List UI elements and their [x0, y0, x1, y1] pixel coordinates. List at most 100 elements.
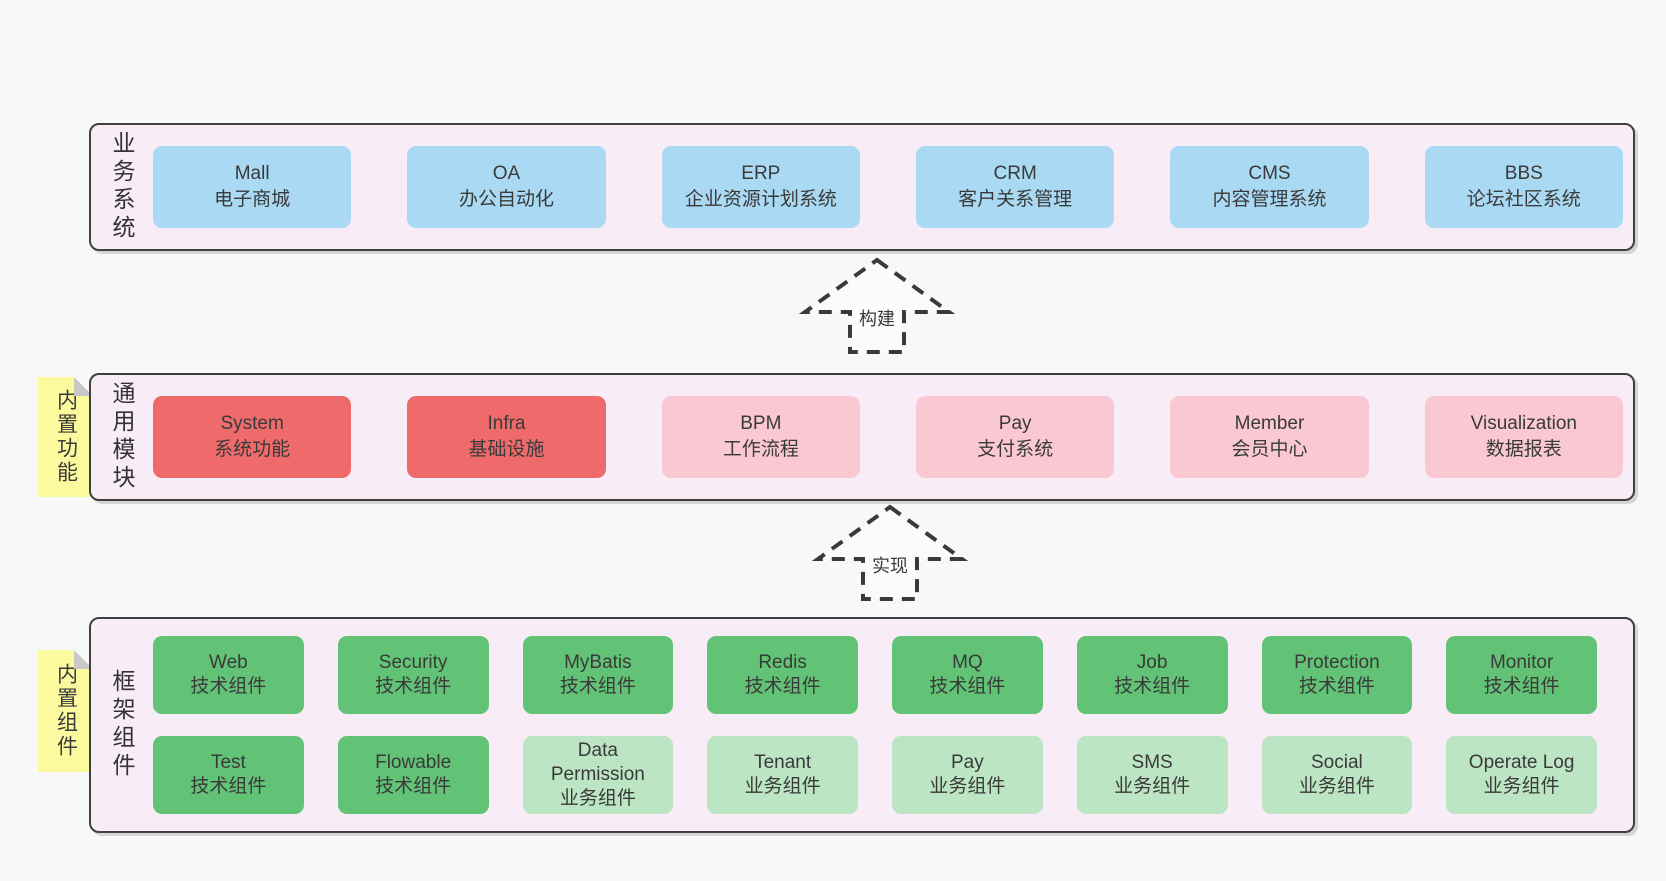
- module-box-erp: ERP 企业资源计划系统: [661, 146, 860, 228]
- arrow-up-implement: 实现: [810, 503, 970, 603]
- box-subtitle: 技术组件: [190, 776, 267, 797]
- box-title: MQ: [952, 652, 983, 673]
- box-title: Infra: [487, 413, 526, 434]
- box-subtitle: 技术组件: [190, 676, 267, 697]
- sticky-note-text: 内置功能: [54, 389, 78, 485]
- box-title: ERP: [741, 163, 781, 184]
- box-title: Pay: [998, 413, 1032, 434]
- box-title: Member: [1234, 413, 1305, 434]
- box-subtitle: 技术组件: [1114, 676, 1191, 697]
- box-subtitle: 客户关系管理: [958, 189, 1073, 210]
- box-title: OA: [492, 163, 521, 184]
- module-box-redis: Redis 技术组件: [707, 636, 858, 714]
- layer-side-label: 通用模块: [109, 381, 135, 493]
- box-title: Flowable: [375, 752, 452, 773]
- box-title: BPM: [740, 413, 782, 434]
- box-subtitle: 业务组件: [929, 776, 1006, 797]
- module-box-visualization: Visualization 数据报表: [1424, 396, 1623, 478]
- box-subtitle: 基础设施: [468, 439, 545, 460]
- module-box-infra: Infra 基础设施: [407, 396, 606, 478]
- box-title: Job: [1136, 652, 1168, 673]
- box-title: Protection: [1294, 652, 1380, 673]
- box-subtitle: 企业资源计划系统: [684, 189, 837, 210]
- box-title: Redis: [758, 652, 807, 673]
- box-title: Data Permission: [550, 740, 645, 785]
- layer-side-label: 框架组件: [109, 669, 135, 781]
- box-title: CMS: [1248, 163, 1291, 184]
- box-subtitle: 技术组件: [744, 676, 821, 697]
- layer-side-label: 业务系统: [109, 131, 135, 243]
- module-box-security: Security 技术组件: [337, 636, 489, 714]
- box-subtitle: 业务组件: [1114, 776, 1191, 797]
- box-title: Visualization: [1470, 413, 1577, 434]
- module-box-sms: SMS 业务组件: [1076, 736, 1228, 814]
- sticky-note-builtin-features: 内置功能: [38, 377, 93, 497]
- box-subtitle: 办公自动化: [458, 189, 554, 210]
- module-box-flowable: Flowable 技术组件: [337, 736, 489, 814]
- box-title: BBS: [1504, 163, 1543, 184]
- module-box-crm: CRM 客户关系管理: [915, 146, 1115, 228]
- module-box-web: Web 技术组件: [153, 636, 304, 714]
- box-title: System: [220, 413, 284, 434]
- box-title: Operate Log: [1468, 752, 1575, 773]
- module-box-system: System 系统功能: [153, 396, 352, 478]
- box-subtitle: 业务组件: [744, 776, 821, 797]
- sticky-note-builtin-components: 内置组件: [38, 650, 93, 772]
- box-subtitle: 技术组件: [1483, 676, 1560, 697]
- sticky-note-text: 内置组件: [54, 663, 78, 759]
- arrow-label: 实现: [868, 551, 912, 579]
- module-box-monitor: Monitor 技术组件: [1446, 636, 1597, 714]
- box-title: CRM: [993, 163, 1037, 184]
- box-subtitle: 技术组件: [375, 776, 452, 797]
- box-title: Social: [1311, 752, 1363, 773]
- box-subtitle: 系统功能: [214, 439, 291, 460]
- box-title: SMS: [1131, 752, 1173, 773]
- box-title: Pay: [951, 752, 984, 773]
- common-modules-layer: 通用模块 System 系统功能 Infra 基础设施 BPM 工作流程 Pay 支付系统 Me…: [89, 373, 1635, 501]
- module-box-mybatis: MyBatis 技术组件: [522, 636, 674, 714]
- module-box-protection: Protection 技术组件: [1261, 636, 1413, 714]
- layer-boxes: Mall 电子商城 OA 办公自动化 ERP 企业资源计划系统 CRM 客户关系管理 CMS 内容…: [153, 125, 1633, 249]
- box-subtitle: 支付系统: [977, 439, 1054, 460]
- module-box-bbs: BBS 论坛社区系统: [1424, 146, 1623, 228]
- box-subtitle: 数据报表: [1485, 439, 1562, 460]
- box-subtitle: 技术组件: [1298, 676, 1375, 697]
- module-box-pay: Pay 支付系统: [915, 396, 1115, 478]
- module-box-bpm: BPM 工作流程: [661, 396, 860, 478]
- box-title: Security: [378, 652, 448, 673]
- box-title: Tenant: [754, 752, 812, 773]
- module-box-cms: CMS 内容管理系统: [1170, 146, 1369, 228]
- module-box-mall: Mall 电子商城: [153, 146, 352, 228]
- arrow-label: 构建: [855, 304, 899, 332]
- box-title: MyBatis: [564, 652, 632, 673]
- box-row: Mall 电子商城 OA 办公自动化 ERP 企业资源计划系统 CRM 客户关系管理 CMS 内容…: [153, 146, 1623, 228]
- box-subtitle: 论坛社区系统: [1466, 189, 1581, 210]
- box-title: Test: [210, 752, 246, 773]
- box-subtitle: 技术组件: [559, 676, 636, 697]
- module-box-social: Social 业务组件: [1261, 736, 1413, 814]
- box-title: Monitor: [1489, 652, 1554, 673]
- box-subtitle: 电子商城: [214, 189, 291, 210]
- module-box-pay: Pay 业务组件: [892, 736, 1043, 814]
- box-title: Mall: [234, 163, 270, 184]
- box-subtitle: 业务组件: [1298, 776, 1375, 797]
- arrow-up-build: 构建: [797, 256, 957, 356]
- module-box-test: Test 技术组件: [153, 736, 304, 814]
- box-subtitle: 工作流程: [722, 439, 799, 460]
- module-box-operate-log: Operate Log 业务组件: [1446, 736, 1597, 814]
- box-subtitle: 内容管理系统: [1212, 189, 1327, 210]
- box-subtitle: 技术组件: [375, 676, 452, 697]
- business-systems-layer: 业务系统 Mall 电子商城 OA 办公自动化 ERP 企业资源计划系统 CRM 客户关系管理…: [89, 123, 1635, 251]
- box-subtitle: 业务组件: [1483, 776, 1560, 797]
- module-box-job: Job 技术组件: [1076, 636, 1228, 714]
- box-title: Web: [209, 652, 248, 673]
